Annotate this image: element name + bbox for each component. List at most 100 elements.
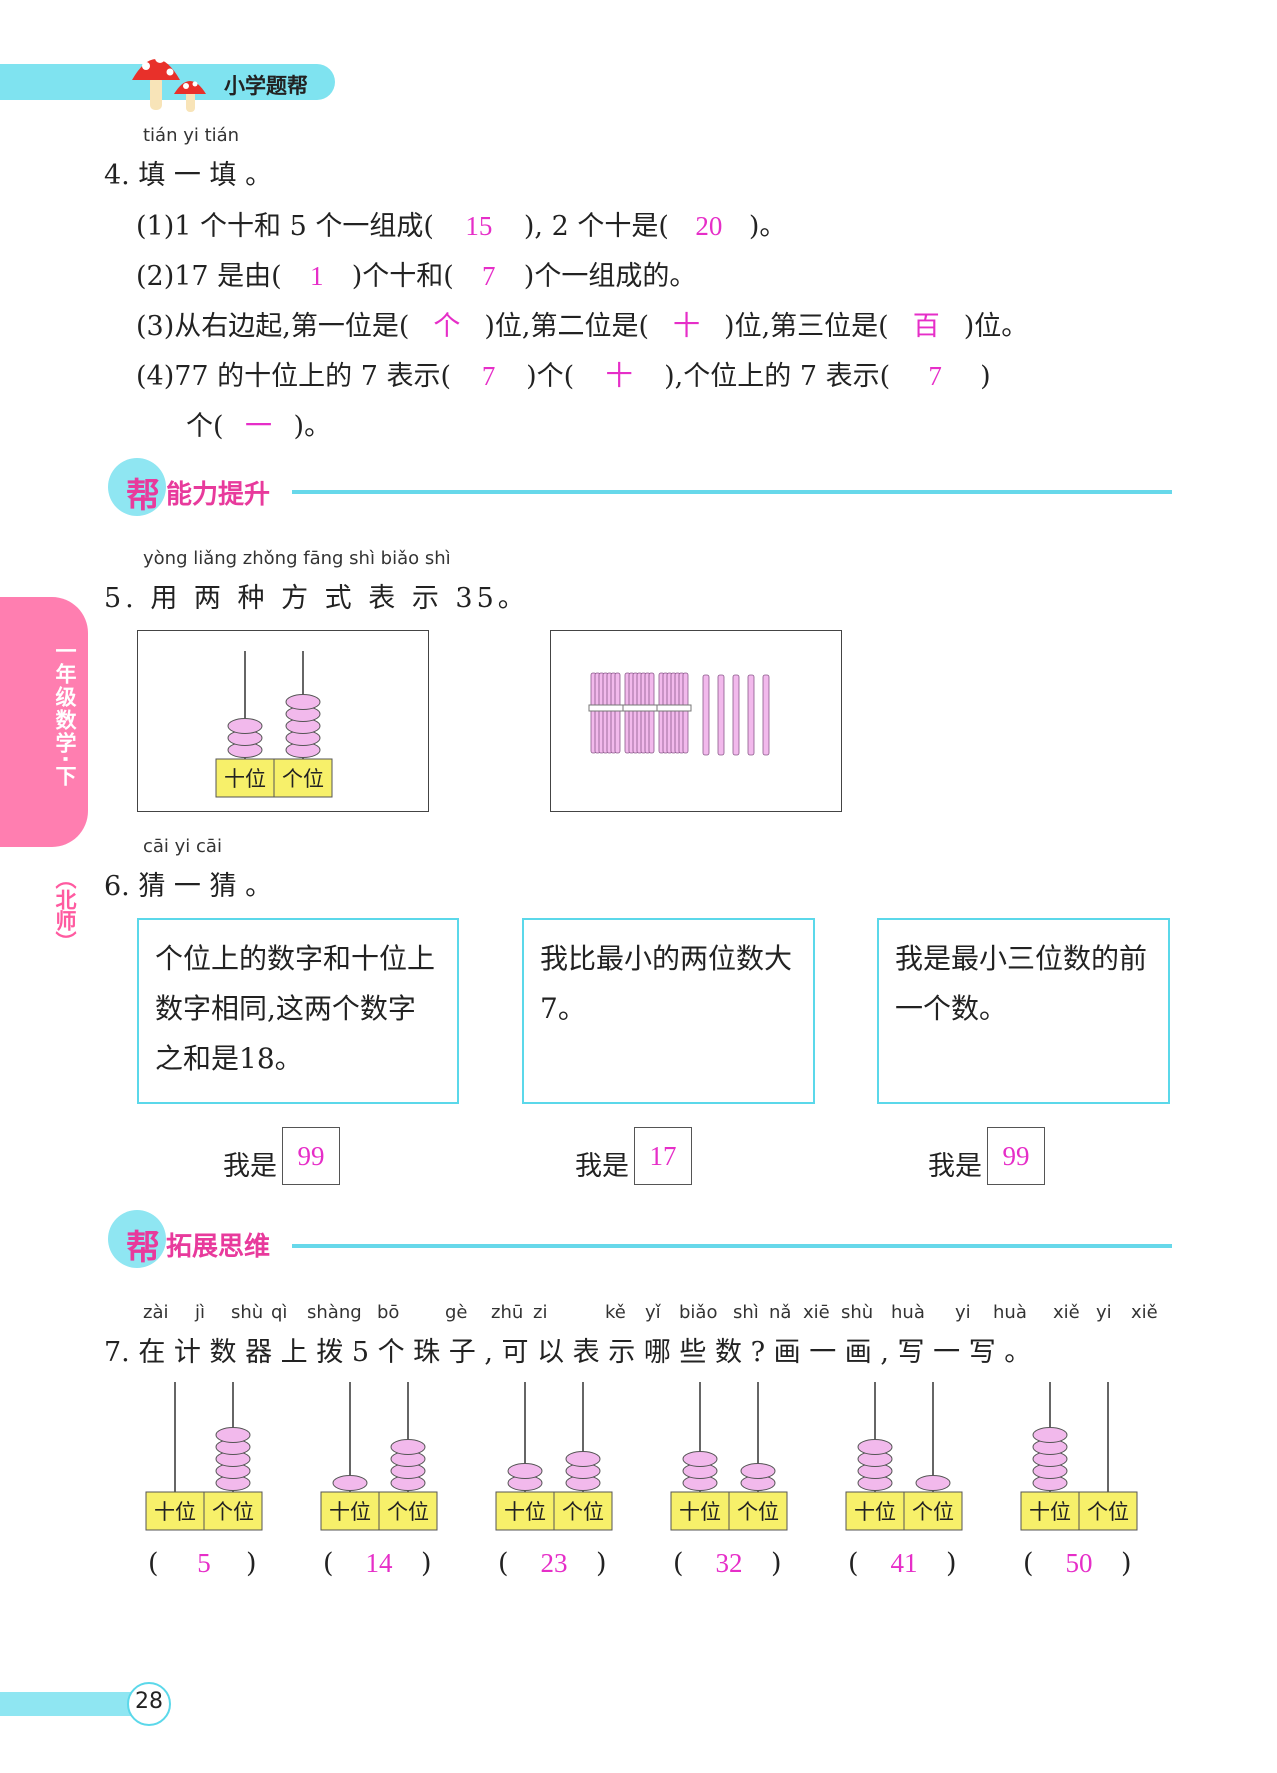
answer-paren-right: ) (421, 1548, 432, 1579)
pinyin-syllable: shàng (307, 1302, 362, 1323)
pinyin-syllable: zhū (491, 1302, 524, 1323)
stick-bundle (588, 672, 624, 754)
answer-paren-right: ) (596, 1548, 607, 1579)
q4-title: 4. 填 一 填 。 (104, 160, 273, 191)
q7-abacus: 十位个位(50) (1020, 1382, 1138, 1579)
answer-paren-right: ) (946, 1548, 957, 1579)
q5-abacus: 十位个位 (215, 651, 333, 798)
mushroom-logo-icon (128, 42, 218, 114)
tens-place-cell (845, 1491, 905, 1531)
q5-title: 5. 用 两 种 方 式 表 示 35。 (104, 583, 529, 614)
ones-place-cell (728, 1491, 788, 1531)
pinyin-syllable: shù (231, 1302, 264, 1323)
answer-blank[interactable]: 个 (433, 311, 461, 341)
answer-paren-left: ( (323, 1548, 334, 1579)
ones-label: 个位 (912, 1500, 954, 1524)
answer-blank[interactable]: 十 (673, 311, 701, 341)
riddle-text-1: 个位上的数字和十位上数字相同,这两个数字之和是18。 (155, 942, 436, 1075)
q5-bundles-frame (550, 630, 842, 812)
answer-blank[interactable]: 7 (482, 261, 496, 291)
ones-place-cell (553, 1491, 613, 1531)
q7-abacus: 十位个位(32) (670, 1382, 788, 1579)
q6-title: 6. 猜 一 猜 。 (104, 871, 273, 902)
ones-label: 个位 (387, 1500, 429, 1524)
stick-bundle (622, 672, 658, 754)
ones-bead (915, 1475, 951, 1491)
q4-item-4-cont: 个(一)。 (186, 404, 331, 443)
ones-label: 个位 (212, 1500, 254, 1524)
tens-bead (857, 1439, 893, 1455)
section-badge: 帮 (126, 476, 160, 516)
answer-paren-left: ( (1023, 1548, 1034, 1579)
ones-place-cell (1078, 1491, 1138, 1531)
side-tab-edition: （北师） (53, 868, 77, 952)
tens-bead (1032, 1427, 1068, 1443)
tens-bead (332, 1475, 368, 1491)
pinyin-syllable: biǎo (679, 1302, 718, 1323)
answer-blank[interactable]: 1 (309, 261, 324, 291)
answer-paren-right: ) (246, 1548, 257, 1579)
answer-paren-right: ) (1121, 1548, 1132, 1579)
section-title-ability: 能力提升 (166, 480, 271, 510)
single-stick (702, 674, 710, 756)
answer-paren-left: ( (673, 1548, 684, 1579)
section-badge: 帮 (126, 1228, 160, 1268)
pinyin-syllable: yǐ (645, 1302, 661, 1323)
tens-place-cell (145, 1491, 205, 1531)
tens-label: 十位 (154, 1500, 196, 1524)
tens-label: 十位 (329, 1500, 371, 1524)
riddle-prefix-3: 我是 (928, 1151, 982, 1182)
tens-place-cell (1020, 1491, 1080, 1531)
pinyin-syllable: yi (1096, 1302, 1112, 1323)
answer-paren-left: ( (848, 1548, 859, 1579)
side-tab (0, 597, 88, 847)
q4-item-2: (2)17 是由(1)个十和(7)个一组成的。 (136, 261, 697, 292)
q7-abacus: 十位个位(5) (145, 1382, 263, 1579)
bundle-tie (656, 704, 692, 712)
answer-blank[interactable]: 15 (465, 211, 493, 241)
answer-paren-left: ( (498, 1548, 509, 1579)
riddle-answer-1[interactable]: 99 (282, 1127, 340, 1185)
abacus-answer: 41 (891, 1548, 918, 1578)
pinyin-syllable: yi (955, 1302, 971, 1323)
section-badge-bubble (108, 458, 166, 516)
ones-place-cell (378, 1491, 438, 1531)
stick (682, 672, 689, 754)
answer-blank[interactable]: 7 (928, 361, 942, 391)
tens-label: 十位 (224, 767, 266, 791)
tens-label: 十位 (504, 1500, 546, 1524)
q4-item-4: (4)77 的十位上的 7 表示(7)个(十),个位上的 7 表示(7) (136, 354, 991, 393)
riddle-text-2: 我比最小的两位数大7。 (540, 942, 793, 1025)
brand-title: 小学题帮 (224, 74, 308, 98)
pinyin-syllable: nǎ (769, 1302, 792, 1323)
ones-bead (285, 694, 321, 710)
answer-blank[interactable]: 20 (695, 211, 723, 241)
pinyin-syllable: kě (605, 1302, 626, 1323)
section-badge-bubble (108, 1210, 166, 1268)
pinyin-syllable: xiě (1053, 1302, 1080, 1323)
answer-blank[interactable]: 十 (605, 361, 633, 391)
riddle-answer-2[interactable]: 17 (634, 1127, 692, 1185)
pinyin-syllable: zi (533, 1302, 548, 1323)
answer-blank[interactable]: 一 (245, 411, 273, 441)
single-stick (732, 674, 740, 756)
pinyin-syllable: shì (733, 1302, 759, 1323)
q7-title: 7. 在 计 数 器 上 拨 5 个 珠 子 , 可 以 表 示 哪 些 数 ?… (104, 1337, 1032, 1368)
riddle-answer-3[interactable]: 99 (987, 1127, 1045, 1185)
tens-bead (507, 1463, 543, 1479)
q5-pinyin: yòng liǎng zhǒng fāng shì biǎo shì (143, 548, 451, 569)
bundle-tie (622, 704, 658, 712)
tens-label: 十位 (854, 1500, 896, 1524)
pinyin-syllable: xiě (1131, 1302, 1158, 1323)
ones-bead (215, 1427, 251, 1443)
stick-bundle (656, 672, 692, 754)
ones-label: 个位 (737, 1500, 779, 1524)
riddle-box-2: 我比最小的两位数大7。 (522, 918, 815, 1104)
ones-bead (565, 1451, 601, 1467)
answer-blank[interactable]: 7 (481, 361, 496, 391)
abacus-answer: 32 (716, 1548, 743, 1578)
riddle-prefix-2: 我是 (575, 1151, 629, 1182)
q5-sticks (588, 672, 770, 756)
answer-blank[interactable]: 百 (912, 311, 940, 341)
